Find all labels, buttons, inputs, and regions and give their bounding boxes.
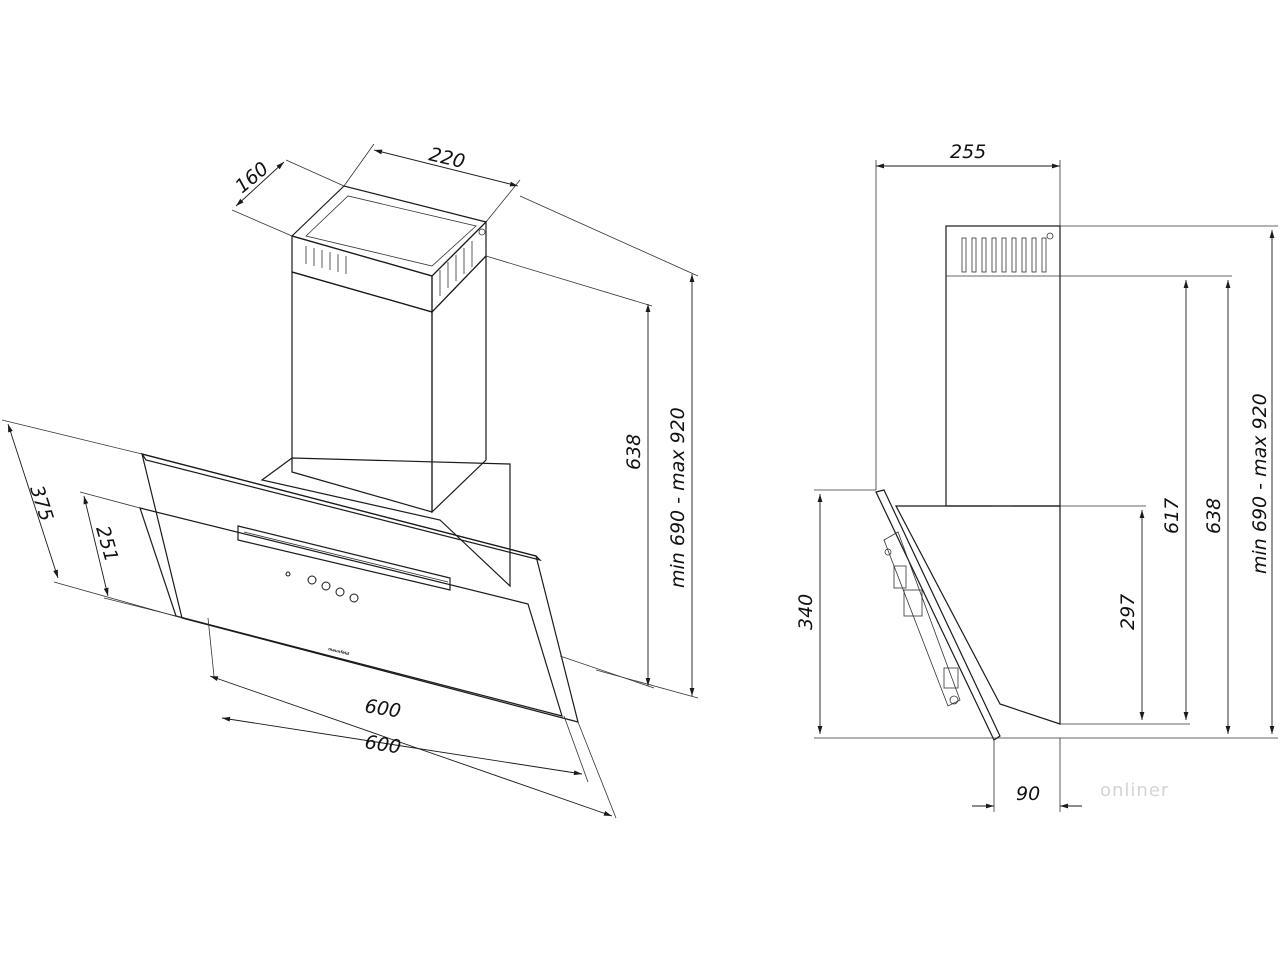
- dim-side-depth: 255: [875, 141, 1061, 490]
- dim-label-chimney-depth: 160: [231, 158, 273, 198]
- chimney-body: [291, 254, 487, 514]
- dim-side-offset: 90: [972, 738, 1082, 812]
- control-button-4[interactable]: [349, 593, 359, 603]
- dim-label-total-height: min 690 - max 920: [667, 407, 689, 588]
- dim-label-side-chimney-height: 617: [1161, 498, 1183, 534]
- dim-label-side-chimney-full: 638: [1203, 498, 1225, 534]
- dim-chimney-width: 220: [343, 143, 521, 223]
- dim-label-side-body-height: 340: [795, 594, 817, 630]
- dim-side-total-height: min 690 - max 920: [1060, 225, 1278, 739]
- side-view: 255 340 297 617 638: [795, 141, 1278, 812]
- dim-label-side-lower-height: 297: [1117, 594, 1139, 630]
- dim-label-chimney-width: 220: [427, 143, 467, 173]
- control-button-1[interactable]: [307, 575, 317, 585]
- dim-chimney-depth: 160: [231, 158, 345, 237]
- dim-label-side-offset: 90: [1016, 783, 1040, 805]
- dim-panel-depth: 375: [1, 419, 183, 619]
- dim-label-glass-width: 600: [363, 695, 402, 722]
- side-glass-panel: [875, 489, 1001, 741]
- dim-side-chimney-height: 617: [1060, 275, 1190, 725]
- rear-panel-face: [141, 453, 579, 723]
- isometric-view: maunfeld 160 220 638 min 690 -: [1, 143, 699, 819]
- brand-mark: maunfeld: [328, 646, 350, 656]
- control-button-3[interactable]: [335, 587, 345, 597]
- dim-chimney-height: 638: [485, 255, 655, 689]
- watermark: onliner: [1100, 780, 1169, 801]
- dim-glass-depth: 251: [79, 491, 177, 617]
- dim-side-body-height: 340: [795, 489, 1060, 739]
- dim-label-side-depth: 255: [950, 141, 986, 163]
- power-indicator: [285, 571, 291, 577]
- control-strip: maunfeld: [237, 525, 451, 656]
- dim-label-side-total-height: min 690 - max 920: [1249, 393, 1271, 574]
- dim-side-chimney-full: 638: [1060, 275, 1232, 739]
- dim-label-panel-depth: 375: [25, 483, 57, 524]
- side-chimney: [945, 225, 1061, 507]
- dim-label-glass-depth: 251: [91, 523, 122, 564]
- chimney-top-section: [290, 185, 488, 314]
- front-glass-panel: [139, 507, 563, 717]
- dim-total-height: min 690 - max 920: [519, 195, 699, 699]
- dim-side-lower-height: 297: [1060, 505, 1146, 725]
- dim-label-chimney-height: 638: [623, 434, 645, 470]
- dim-label-body-width: 600: [363, 731, 402, 758]
- side-internals: [883, 531, 961, 707]
- hood-base-block: [260, 457, 511, 588]
- dim-body-width: 600: [209, 675, 617, 819]
- control-button-2[interactable]: [321, 581, 331, 591]
- side-hood-body: [895, 505, 1061, 725]
- side-vent-slots: [961, 237, 1047, 273]
